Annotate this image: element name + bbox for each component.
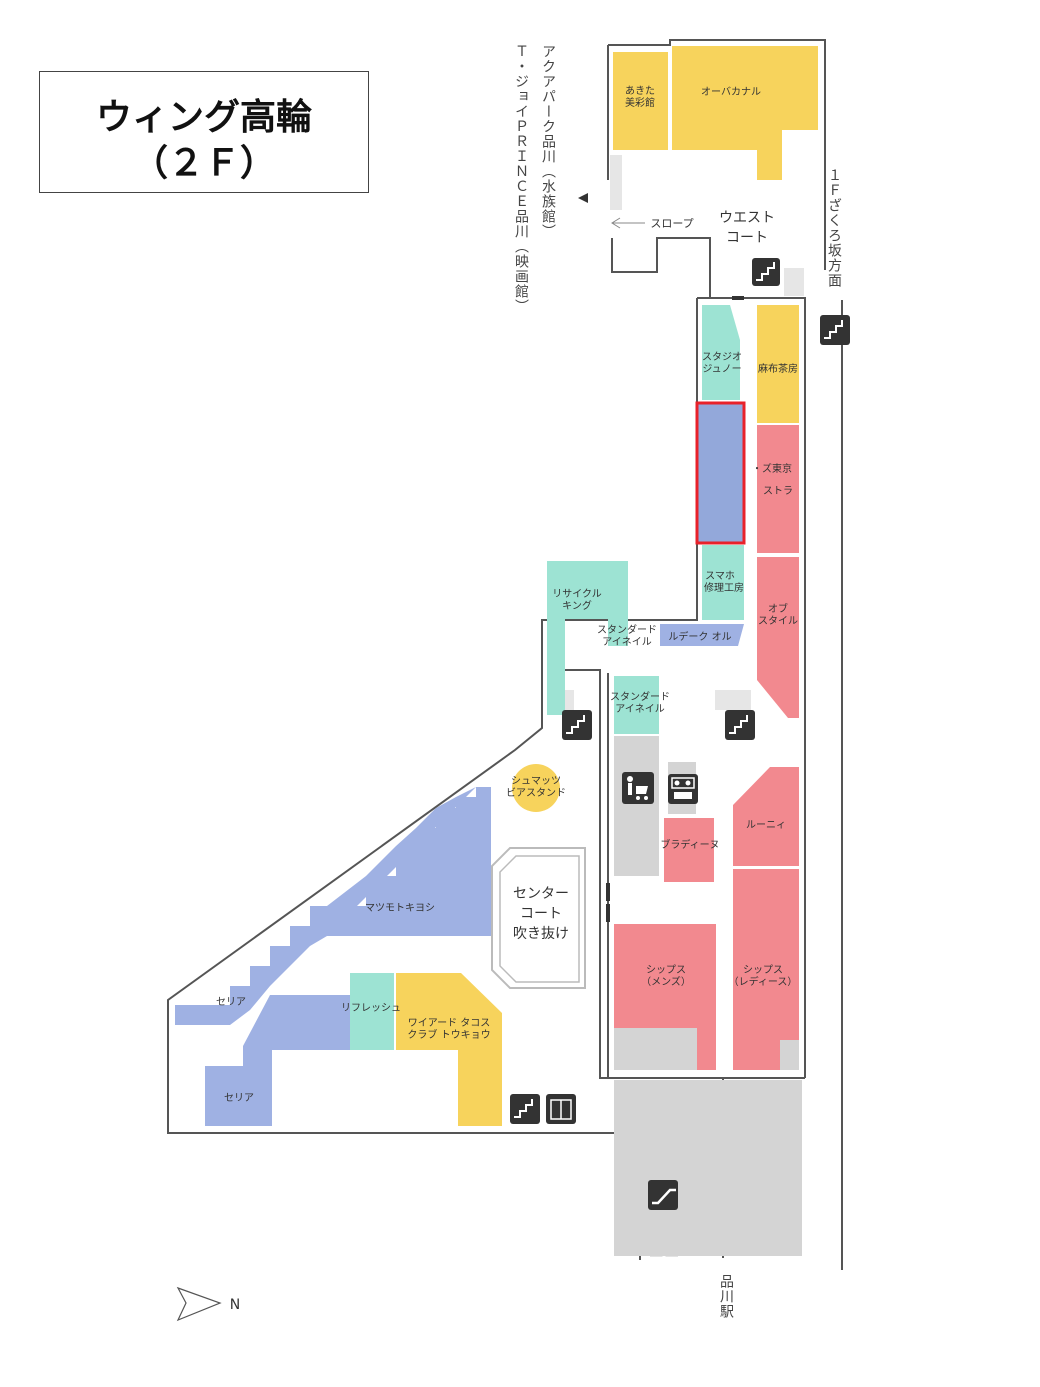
shop-seria-2	[205, 995, 350, 1126]
shop-standard	[608, 561, 628, 646]
label-recycle: リサイクル	[552, 588, 602, 600]
label-bradiina: ブラディーヌ	[660, 838, 719, 851]
direction-triangle-icon	[578, 193, 588, 203]
label-center-court: センター	[513, 886, 569, 902]
label-seria-1: セリア	[216, 996, 246, 1008]
title-floor: （２Ｆ）	[131, 143, 276, 184]
shop-highlight	[695, 401, 746, 545]
stairs-icon	[725, 710, 755, 740]
stairs-icon	[752, 258, 780, 286]
shop-matsumoto	[327, 787, 491, 936]
shop-refresh	[350, 973, 394, 1050]
label-center-court: コート	[520, 906, 562, 922]
shop-obacanal	[672, 46, 818, 180]
direction-aqua-park: アクアパーク品川（水族館）	[540, 44, 556, 239]
floor-title: ウィング高輪 （２Ｆ）	[39, 71, 369, 193]
shop-standard-b	[614, 676, 659, 734]
direction-t-joy: Ｔ・ジョイＰＲＩＮＣＥ品川（映画館）	[513, 44, 529, 314]
label-akita: 美彩館	[625, 96, 655, 109]
label-west-court: コート	[726, 230, 768, 246]
label-ofu: スタイル	[758, 615, 798, 627]
shop-ships-l	[733, 869, 799, 1070]
shops	[175, 46, 818, 1256]
shop-ships-l-gray	[780, 1040, 799, 1070]
label-standard: スタンダード	[597, 623, 657, 636]
shop-gray-south	[614, 1080, 802, 1256]
label-ships-l: （レディース）	[729, 975, 798, 988]
direction-station: 品川駅	[718, 1274, 734, 1319]
shop-ruunii	[733, 767, 799, 866]
elevator-icon	[546, 1094, 576, 1124]
shop-ships-m-gray	[614, 1028, 697, 1070]
shop-schmatz	[512, 764, 560, 812]
label-standard: アイネイル	[602, 636, 652, 648]
shop-smaho	[702, 545, 744, 620]
shop-recycle-tail	[547, 561, 565, 715]
label-akita: あきた	[625, 85, 655, 97]
entrance-mark	[732, 296, 744, 300]
stairs-icon	[820, 315, 850, 345]
shop-wired	[396, 973, 502, 1126]
label-seria-2: セリア	[224, 1092, 254, 1104]
title-building: ウィング高輪	[95, 97, 312, 138]
north-arrow-icon	[176, 1286, 222, 1322]
label-stora: ストラ	[763, 485, 793, 497]
entrance-mark	[606, 883, 610, 901]
label-ships-l: シップス	[743, 964, 783, 976]
baby-stroller-icon	[622, 772, 654, 804]
label-standard-b: スタンダード	[610, 690, 670, 703]
shop-matsumoto-steps	[175, 787, 476, 1025]
label-studio: スタジオ	[702, 351, 742, 363]
label-studio: ジュノー	[702, 364, 741, 375]
label-center-court: 吹き抜け	[513, 926, 569, 942]
entrance-mark	[606, 904, 610, 922]
label-matsumoto: マツモトキヨシ	[365, 903, 435, 914]
label-ships-m: シップス	[646, 964, 686, 976]
label-wired: ワイアード タコス	[408, 1017, 491, 1029]
label-schmatz: シュマッツ	[511, 776, 561, 787]
label-west-court: ウエスト	[719, 210, 775, 226]
label-standard-b: アイネイル	[615, 703, 665, 715]
stairs-icon	[562, 710, 592, 740]
shop-akita	[613, 52, 668, 150]
label-ofu: オブ	[768, 602, 788, 615]
label-slope: スロープ	[650, 217, 693, 230]
shop-tokyo	[757, 425, 799, 553]
label-azabu: 麻布茶房	[758, 362, 798, 375]
atm-icon	[668, 774, 698, 804]
label-wired: クラブ トウキョウ	[407, 1028, 490, 1041]
shop-bradiina	[664, 818, 714, 882]
label-north: N	[230, 1297, 240, 1313]
stairs-icon	[510, 1094, 540, 1124]
label-ruunii: ルーニィ	[746, 820, 786, 831]
label-smaho: 修理工房	[704, 581, 744, 594]
escalator-icon	[648, 1180, 678, 1210]
shop-studio	[702, 305, 740, 400]
label-refresh: リフレッシュ	[341, 1003, 401, 1014]
label-ships-m: （メンズ）	[641, 975, 691, 988]
slope-arrow-icon	[611, 217, 645, 229]
center-court-void	[491, 847, 586, 989]
label-obacanal: オーバカナル	[701, 86, 761, 98]
label-schmatz: ビアスタンド	[506, 787, 566, 799]
label-recycle: キング	[562, 599, 592, 612]
label-tokyo: ・ズ東京	[752, 462, 792, 475]
shop-ofu	[757, 557, 799, 718]
shop-gray-a	[614, 736, 659, 876]
shop-ludeque	[660, 624, 744, 646]
label-smaho: スマホ	[705, 570, 735, 582]
direction-zakuro: １Ｆざくろ坂方面	[826, 168, 842, 288]
shop-azabu	[757, 305, 799, 423]
label-ludeque: ルデーク オル	[668, 630, 731, 643]
